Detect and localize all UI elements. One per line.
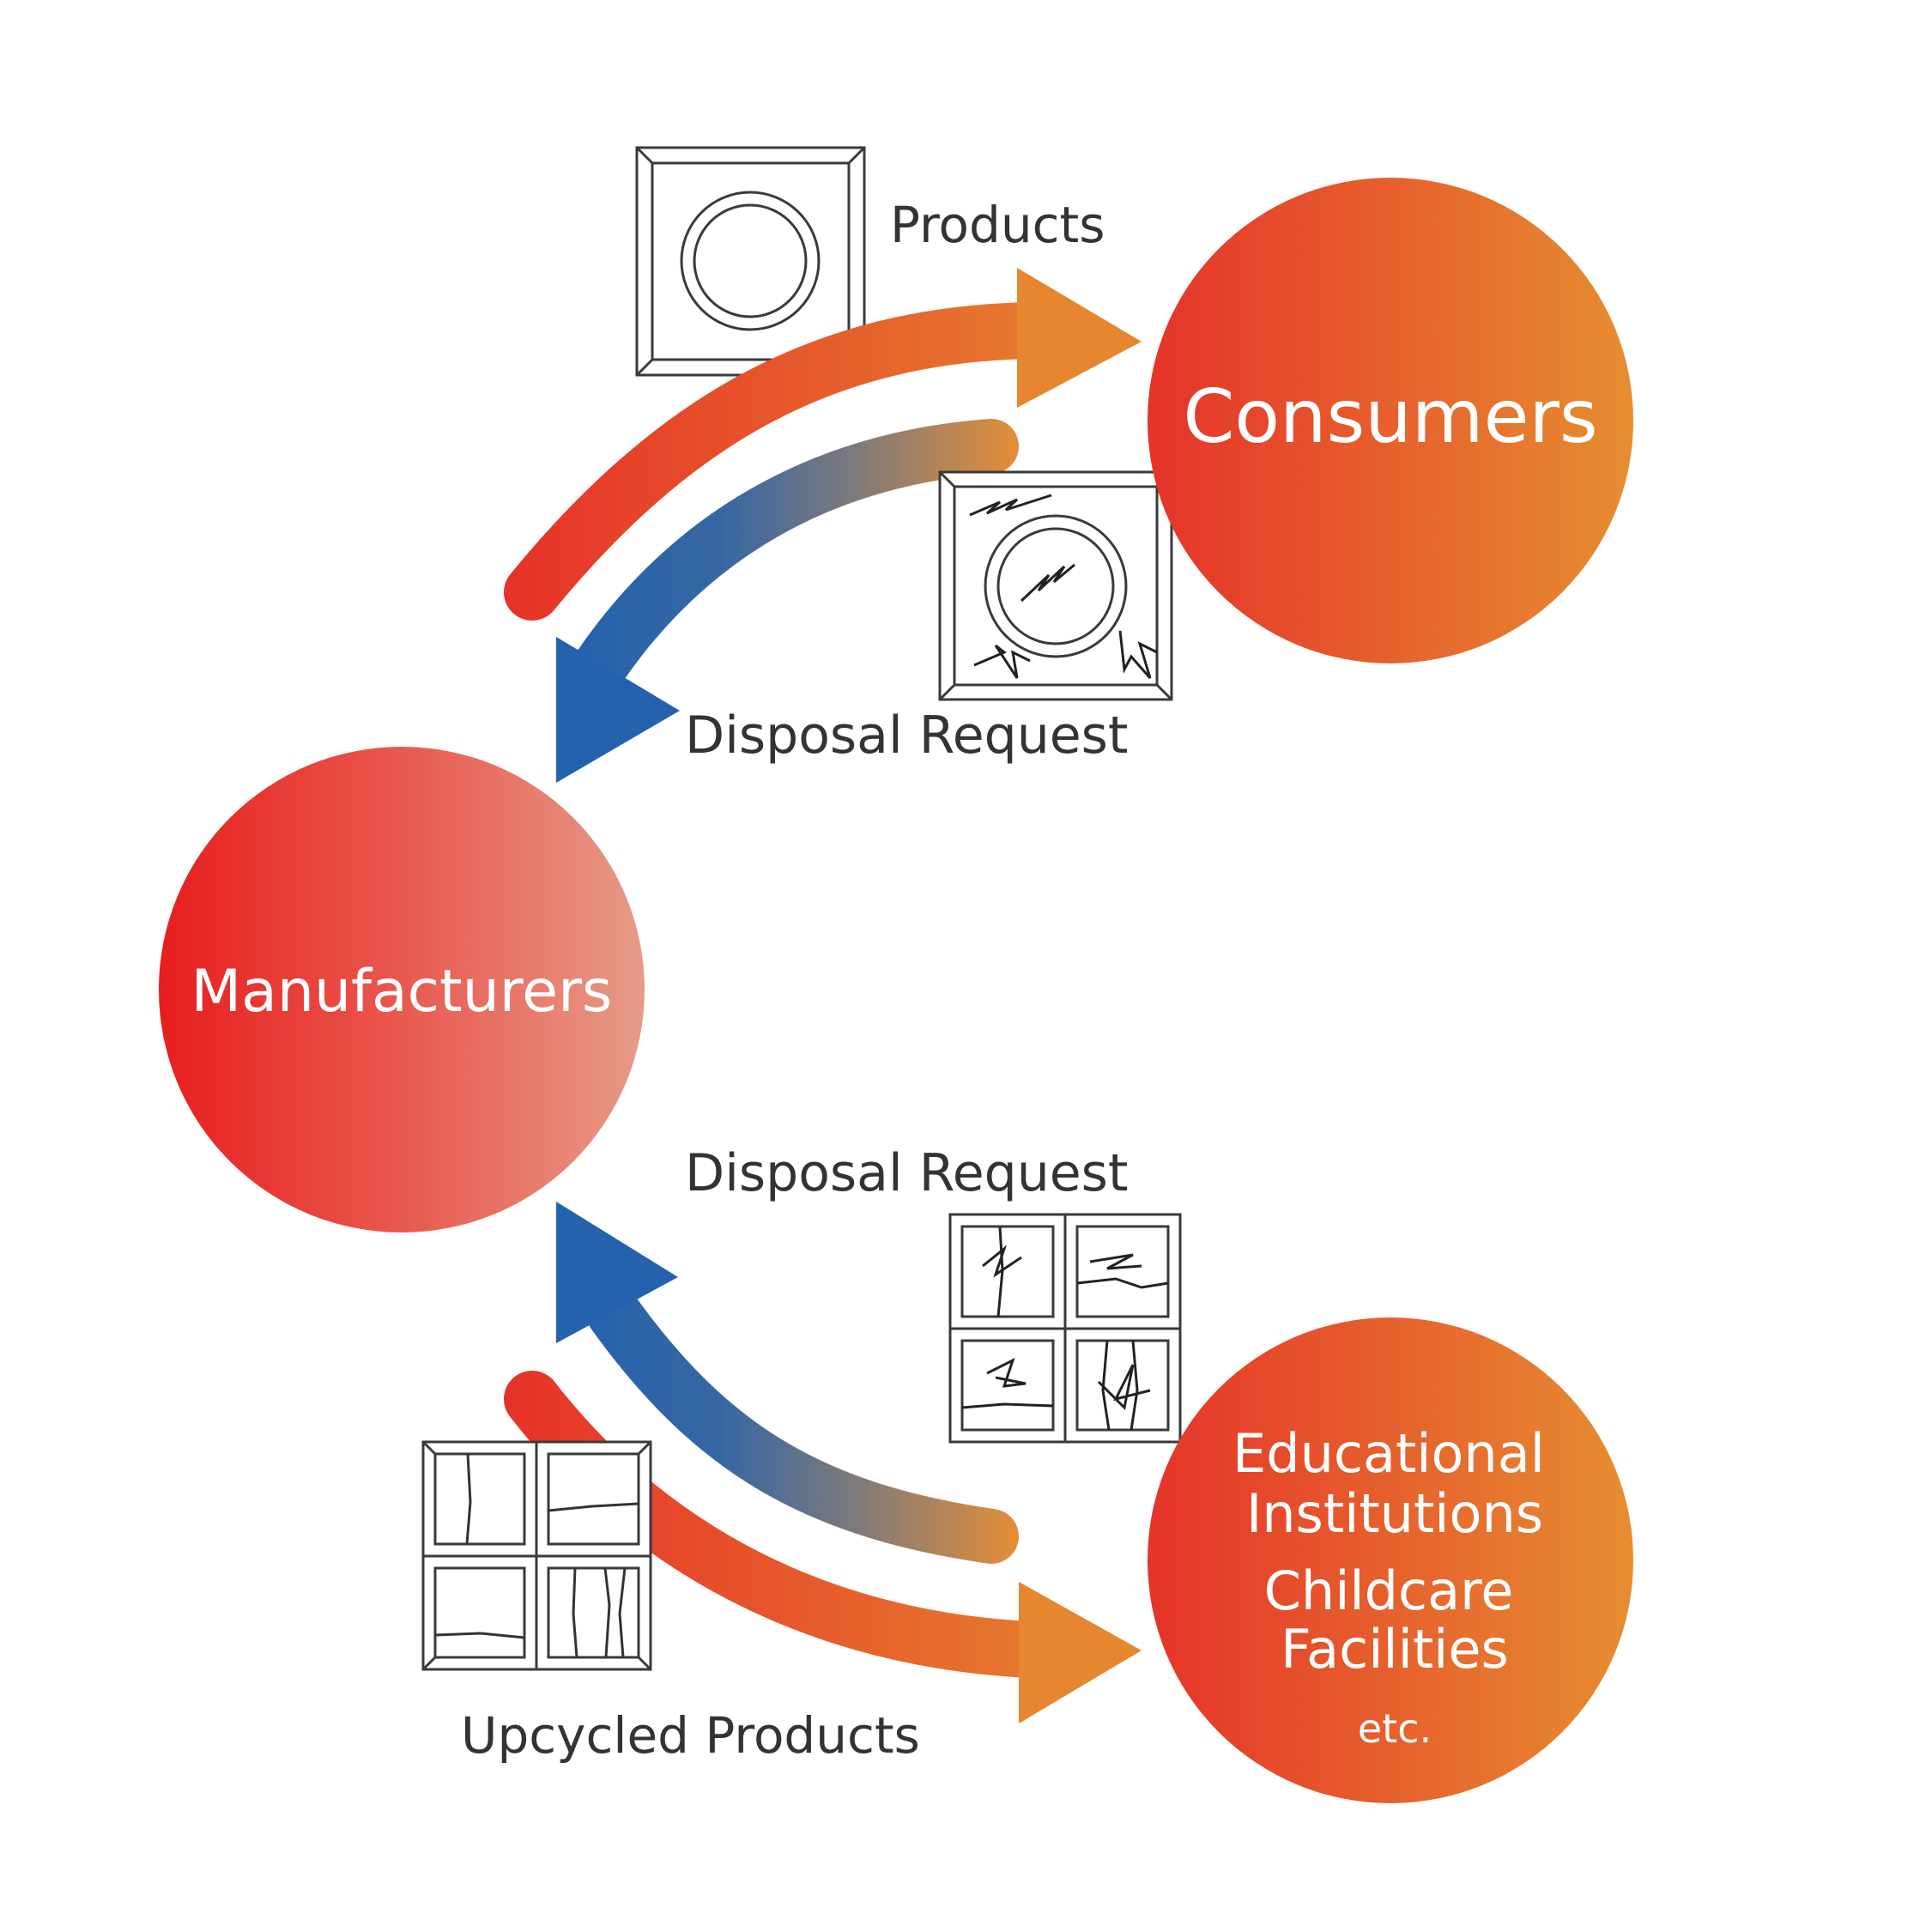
institutions-label-line4: Facilities [1281,1618,1509,1681]
institutions-label-line2: Institutions [1246,1482,1543,1545]
institutions-label-line5: etc. [1358,1705,1432,1752]
broken-tiles-icon [948,1213,1182,1444]
institutions-node: Educational Institutions Childcare Facil… [1148,1317,1633,1803]
upcycled-tiles-icon [421,1440,652,1671]
consumers-label: Consumers [1183,374,1597,460]
products-arrow [504,268,1142,621]
manufacturers-node: Manufacturers [159,747,645,1232]
institutions-label-line1: Educational [1232,1422,1545,1485]
disposal-request-label-top: Disposal Request [685,706,1128,766]
manufacturers-label: Manufacturers [191,958,613,1026]
plate-icon [635,146,866,377]
institutions-label-line3: Childcare [1264,1560,1514,1622]
products-label: Products [890,196,1105,254]
broken-plate-icon [938,470,1173,701]
disposal-request-label-bottom: Disposal Request [685,1143,1128,1203]
consumers-node: Consumers [1148,178,1633,663]
disposal-request-arrow-bottom [556,1202,1019,1564]
upcycled-products-label: Upcycled Products [461,1706,920,1765]
disposal-request-arrow-top [556,419,1019,783]
